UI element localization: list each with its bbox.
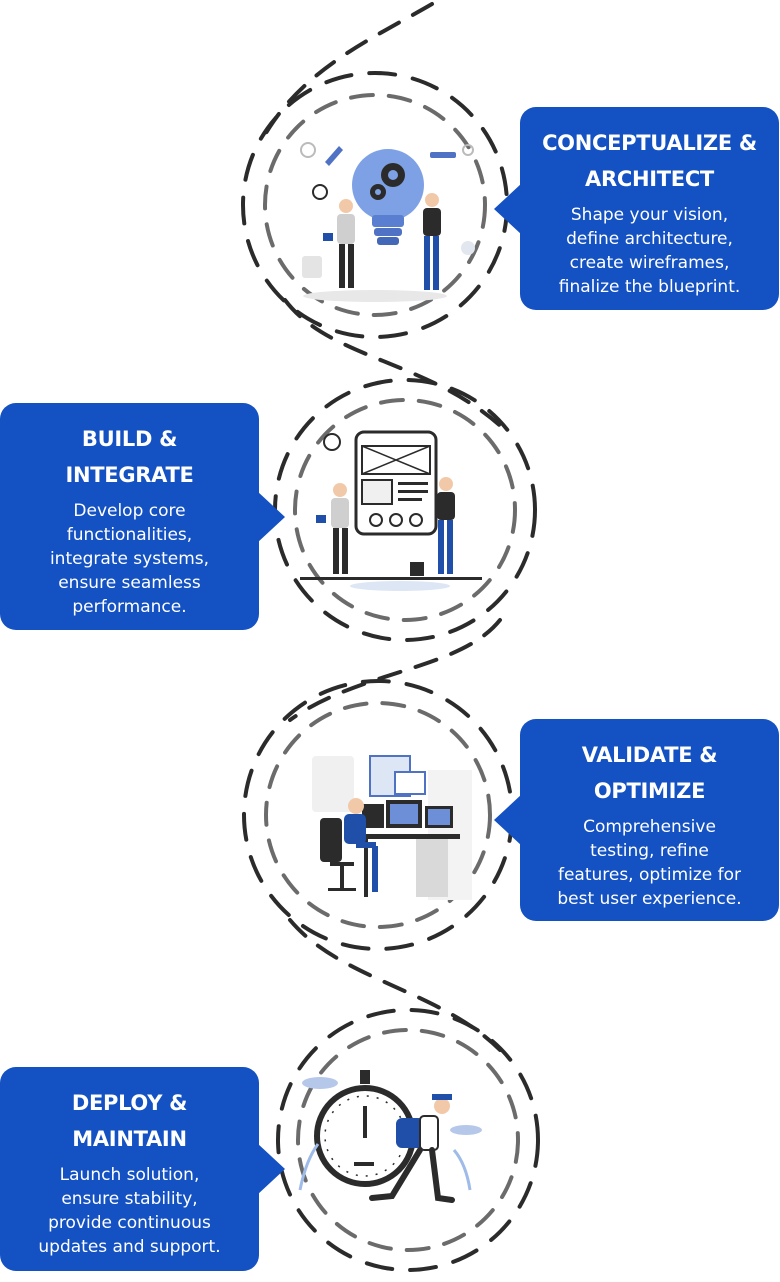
card-pointer (494, 182, 522, 235)
card-pointer (257, 1143, 285, 1195)
stopwatch-runner-icon (298, 1070, 482, 1203)
card-pointer (494, 794, 522, 846)
step-card-build: BUILD & INTEGRATE Develop core functiona… (0, 403, 285, 630)
step-description: Develop core functionalities, integrate … (49, 501, 210, 617)
step-description: Launch solution, ensure stability, provi… (38, 1165, 221, 1257)
step-card-deploy: DEPLOY & MAINTAIN Launch solution, ensur… (0, 1067, 285, 1271)
step-4-rings (276, 1008, 540, 1272)
step-title: DEPLOY & MAINTAIN (71, 1091, 188, 1151)
step-title: BUILD & INTEGRATE (65, 427, 194, 487)
developer-desk-icon (312, 755, 472, 900)
connector-path (260, 2, 507, 1052)
step-title: CONCEPTUALIZE & ARCHITECT (542, 131, 757, 191)
step-title: VALIDATE & OPTIMIZE (581, 743, 718, 803)
lightbulb-gears-icon (300, 142, 475, 302)
card-pointer (257, 490, 285, 543)
step-description: Comprehensive testing, refine features, … (557, 817, 742, 909)
step-card-conceptualize: CONCEPTUALIZE & ARCHITECT Shape your vis… (494, 107, 779, 310)
step-card-validate: VALIDATE & OPTIMIZE Comprehensive testin… (494, 719, 779, 921)
step-description: Shape your vision, define architecture, … (558, 205, 741, 297)
wireframe-board-icon (300, 430, 482, 591)
